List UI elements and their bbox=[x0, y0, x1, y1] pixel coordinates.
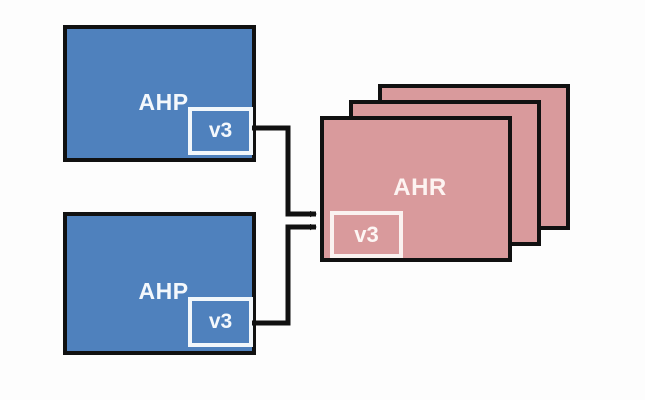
ahr-version-label: v3 bbox=[354, 221, 379, 247]
ahr-version-box[interactable]: v3 bbox=[330, 211, 403, 258]
ahp-bottom-version-box[interactable]: v3 bbox=[188, 297, 253, 347]
connector-ahp-top-to-ahr bbox=[252, 125, 317, 218]
connector-ahp-bottom-to-ahr bbox=[252, 223, 317, 326]
ahp-bottom-label: AHP bbox=[138, 278, 189, 304]
ahp-top-version-box[interactable]: v3 bbox=[188, 107, 253, 155]
ahp-top-box[interactable]: AHP v3 bbox=[63, 25, 256, 162]
ahr-stack-front-sheet[interactable]: AHR v3 bbox=[320, 116, 512, 262]
ahp-top-label: AHP bbox=[138, 89, 189, 115]
ahp-top-version-label: v3 bbox=[208, 119, 233, 142]
ahp-bottom-box[interactable]: AHP v3 bbox=[63, 212, 256, 355]
ahr-label: AHR bbox=[393, 174, 447, 201]
ahp-bottom-version-label: v3 bbox=[208, 310, 233, 333]
